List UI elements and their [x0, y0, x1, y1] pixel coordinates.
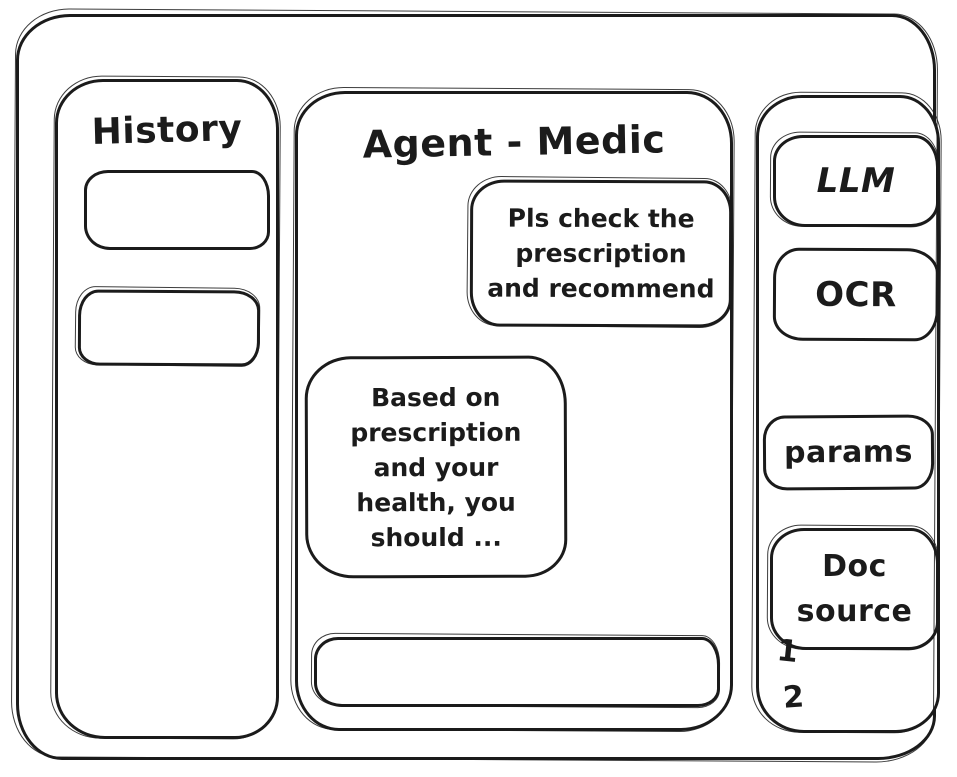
ocr-button[interactable]: OCR — [772, 247, 940, 342]
history-item[interactable] — [77, 289, 261, 367]
chat-title: Agent - Medic — [362, 117, 666, 167]
doc-source-item-1[interactable]: 1 — [775, 633, 800, 670]
llm-button[interactable]: LLM — [773, 135, 939, 227]
chat-input[interactable] — [317, 640, 717, 704]
history-panel: History — [55, 79, 279, 739]
chat-input-box[interactable] — [314, 637, 720, 707]
history-title: History — [91, 108, 243, 153]
params-button[interactable]: params — [762, 414, 935, 491]
tools-panel: LLM OCR params Doc source 1 2 — [756, 95, 940, 733]
chat-panel: Agent - Medic Pls check the prescription… — [295, 91, 733, 731]
doc-source-button[interactable]: Doc source — [770, 528, 939, 650]
app-window-frame: History Agent - Medic Pls check the pres… — [16, 14, 940, 760]
history-item[interactable] — [84, 170, 270, 250]
user-message-bubble: Pls check the prescription and recommend — [469, 179, 733, 328]
agent-message-bubble: Based on prescription and your health, y… — [304, 355, 568, 579]
doc-source-item-2[interactable]: 2 — [781, 679, 806, 716]
